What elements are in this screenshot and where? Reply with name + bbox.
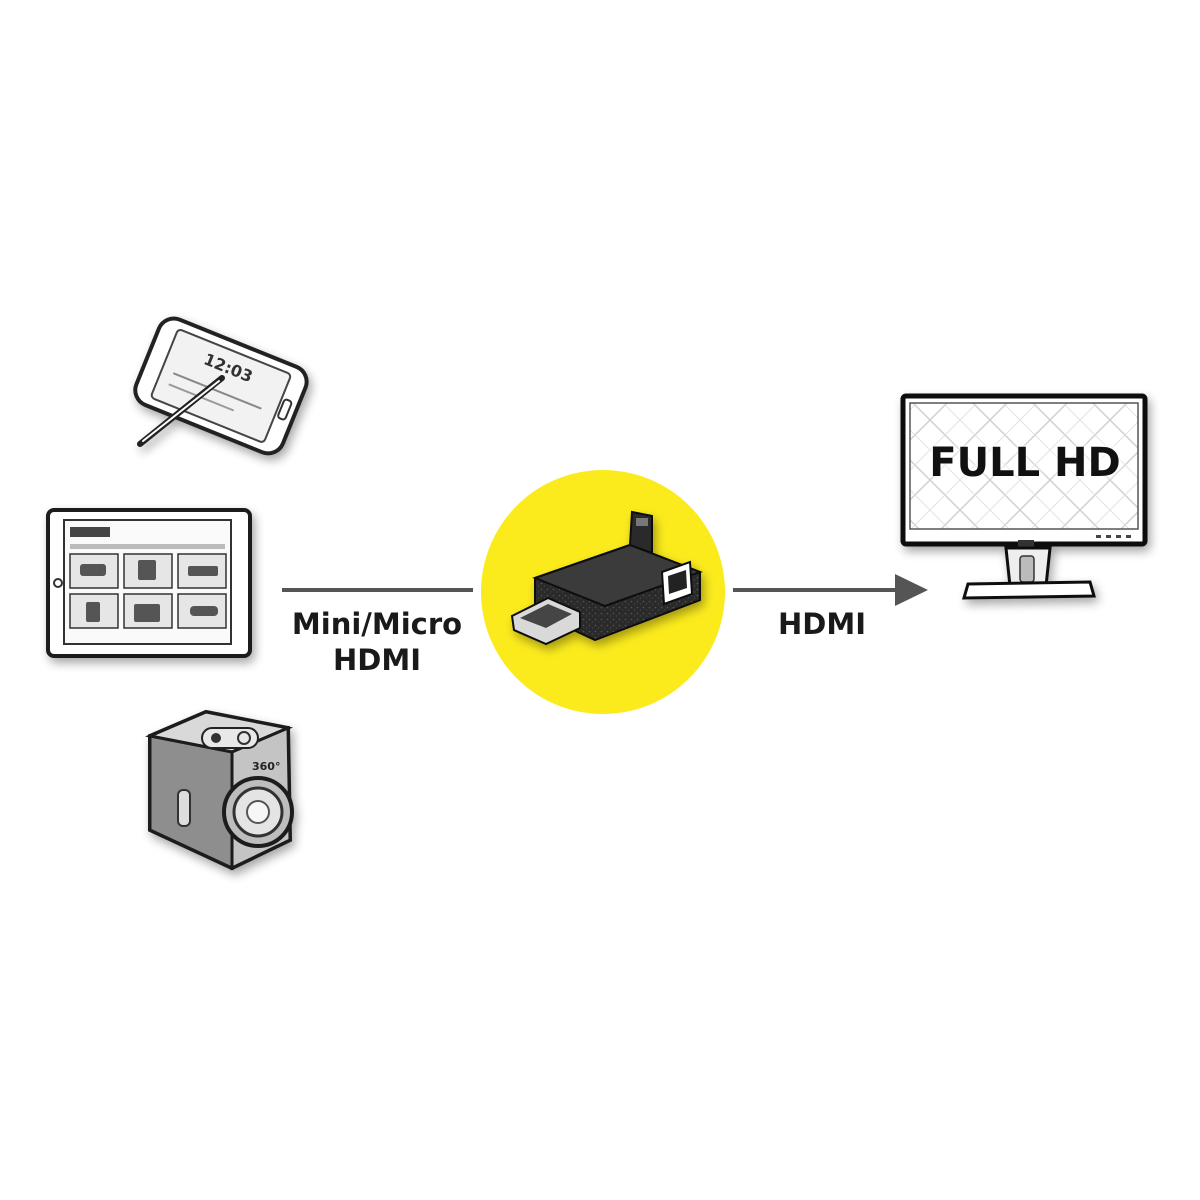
input-label: Mini/Micro HDMI [262, 606, 492, 678]
monitor-screen-text: FULL HD [929, 440, 1121, 486]
smartphone-with-stylus-icon: 12:03 [133, 316, 309, 456]
hdmi-adapter-icon [473, 462, 733, 722]
monitor-icon [900, 393, 1148, 600]
tablet-icon [46, 508, 252, 658]
input-label-line-1: Mini/Micro [291, 607, 463, 641]
action-camera-360-icon: 360° [144, 709, 294, 871]
input-label-line-2: HDMI [333, 643, 421, 677]
svg-text:360°: 360° [252, 760, 280, 773]
output-connector-arrow [728, 574, 928, 606]
output-label: HDMI [778, 607, 866, 641]
